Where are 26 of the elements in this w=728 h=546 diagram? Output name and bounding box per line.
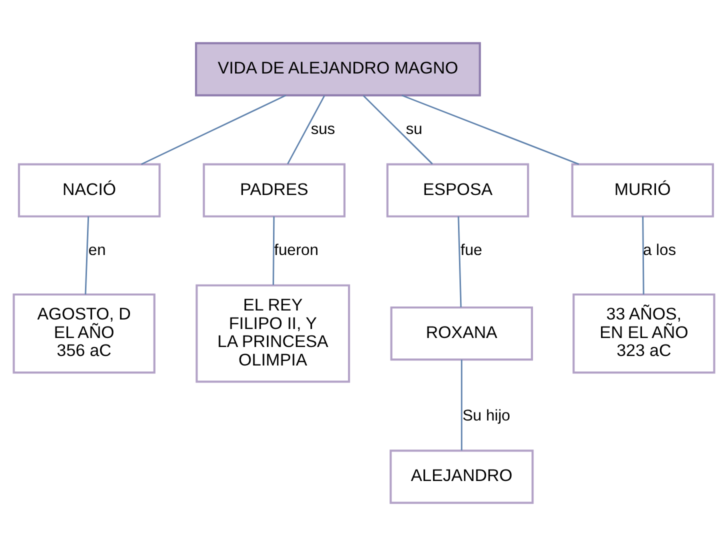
node-box: ALEJANDRO [390,450,534,504]
connector [460,360,462,450]
edge-label: su [406,120,422,138]
edge-label: fue [460,242,482,259]
node-box: 33 AÑOS, EN EL AÑO 323 aC [572,293,716,374]
edge-label: fueron [274,242,318,259]
connector [458,216,462,308]
node-box: AGOSTO, D EL AÑO 356 aC [12,293,156,374]
connector [642,216,644,294]
connector [362,95,433,164]
connector [141,94,286,165]
node-box: EL REY FILIPO II, Y LA PRINCESA OLIMPIA [196,284,350,383]
connector [84,216,90,294]
edge-label: a los [643,242,676,259]
node-box: NACIÓ [18,163,161,218]
connector [272,216,275,285]
node-box: ROXANA [390,306,533,361]
edge-label: Su hijo [462,407,510,424]
connector [402,94,580,165]
node-box: VIDA DE ALEJANDRO MAGNO [195,42,481,96]
edge-label: sus [310,120,336,138]
connector [287,95,326,164]
edge-label: en [88,242,106,259]
node-box: ESPOSA [386,163,530,218]
node-box: PADRES [202,163,346,218]
node-box: MURIÓ [571,163,714,218]
